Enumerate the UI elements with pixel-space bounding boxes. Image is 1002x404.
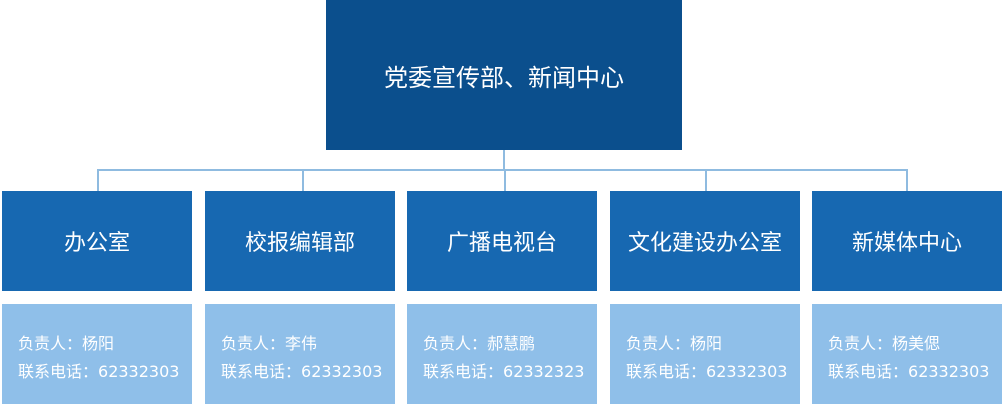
head-line: 负责人：郝慧鹏 (423, 330, 597, 358)
head-line: 负责人：李伟 (221, 330, 395, 358)
connector-drop-2 (302, 169, 304, 191)
phone-label: 联系电话： (18, 362, 99, 381)
head-name: 杨阳 (82, 334, 115, 353)
dept-info-newspaper: 负责人：李伟 联系电话：62332303 (205, 304, 395, 404)
dept-node-office: 办公室 (2, 191, 192, 291)
head-line: 负责人：杨阳 (18, 330, 192, 358)
dept-node-newspaper: 校报编辑部 (205, 191, 395, 291)
head-line: 负责人：杨阳 (626, 330, 800, 358)
connector-drop-4 (705, 169, 707, 191)
phone-label: 联系电话： (626, 362, 707, 381)
connector-drop-5 (906, 169, 908, 191)
dept-name: 校报编辑部 (244, 231, 355, 256)
head-name: 杨美偲 (892, 334, 941, 353)
phone-number: 62332303 (98, 362, 180, 381)
head-name: 李伟 (285, 334, 318, 353)
head-label: 负责人： (423, 334, 488, 353)
phone-number: 62332303 (706, 362, 788, 381)
head-label: 负责人： (221, 334, 286, 353)
phone-label: 联系电话： (828, 362, 909, 381)
dept-name: 广播电视台 (446, 231, 557, 256)
phone-number: 62332303 (908, 362, 990, 381)
head-label: 负责人： (18, 334, 83, 353)
phone-label: 联系电话： (221, 362, 302, 381)
phone-line: 联系电话：62332323 (423, 358, 597, 386)
connector-drop-3 (504, 169, 506, 191)
head-label: 负责人： (828, 334, 893, 353)
phone-line: 联系电话：62332303 (828, 358, 1002, 386)
dept-node-broadcast: 广播电视台 (407, 191, 597, 291)
dept-node-culture: 文化建设办公室 (610, 191, 800, 291)
dept-node-new-media: 新媒体中心 (812, 191, 1002, 291)
org-root-title: 党委宣传部、新闻中心 (384, 63, 624, 92)
dept-name: 办公室 (63, 231, 130, 256)
phone-label: 联系电话： (423, 362, 504, 381)
dept-info-office: 负责人：杨阳 联系电话：62332303 (2, 304, 192, 404)
dept-info-broadcast: 负责人：郝慧鹏 联系电话：62332323 (407, 304, 597, 404)
dept-name: 文化建设办公室 (627, 231, 782, 256)
head-line: 负责人：杨美偲 (828, 330, 1002, 358)
phone-number: 62332323 (503, 362, 585, 381)
phone-number: 62332303 (301, 362, 383, 381)
phone-line: 联系电话：62332303 (221, 358, 395, 386)
head-name: 杨阳 (690, 334, 723, 353)
connector-root-stem (503, 150, 505, 170)
org-root-node: 党委宣传部、新闻中心 (326, 0, 682, 150)
head-name: 郝慧鹏 (487, 334, 536, 353)
dept-name: 新媒体中心 (851, 231, 962, 256)
dept-info-culture: 负责人：杨阳 联系电话：62332303 (610, 304, 800, 404)
connector-drop-1 (97, 169, 99, 191)
dept-info-new-media: 负责人：杨美偲 联系电话：62332303 (812, 304, 1002, 404)
phone-line: 联系电话：62332303 (18, 358, 192, 386)
phone-line: 联系电话：62332303 (626, 358, 800, 386)
connector-horizontal-bar (97, 169, 907, 171)
head-label: 负责人： (626, 334, 691, 353)
